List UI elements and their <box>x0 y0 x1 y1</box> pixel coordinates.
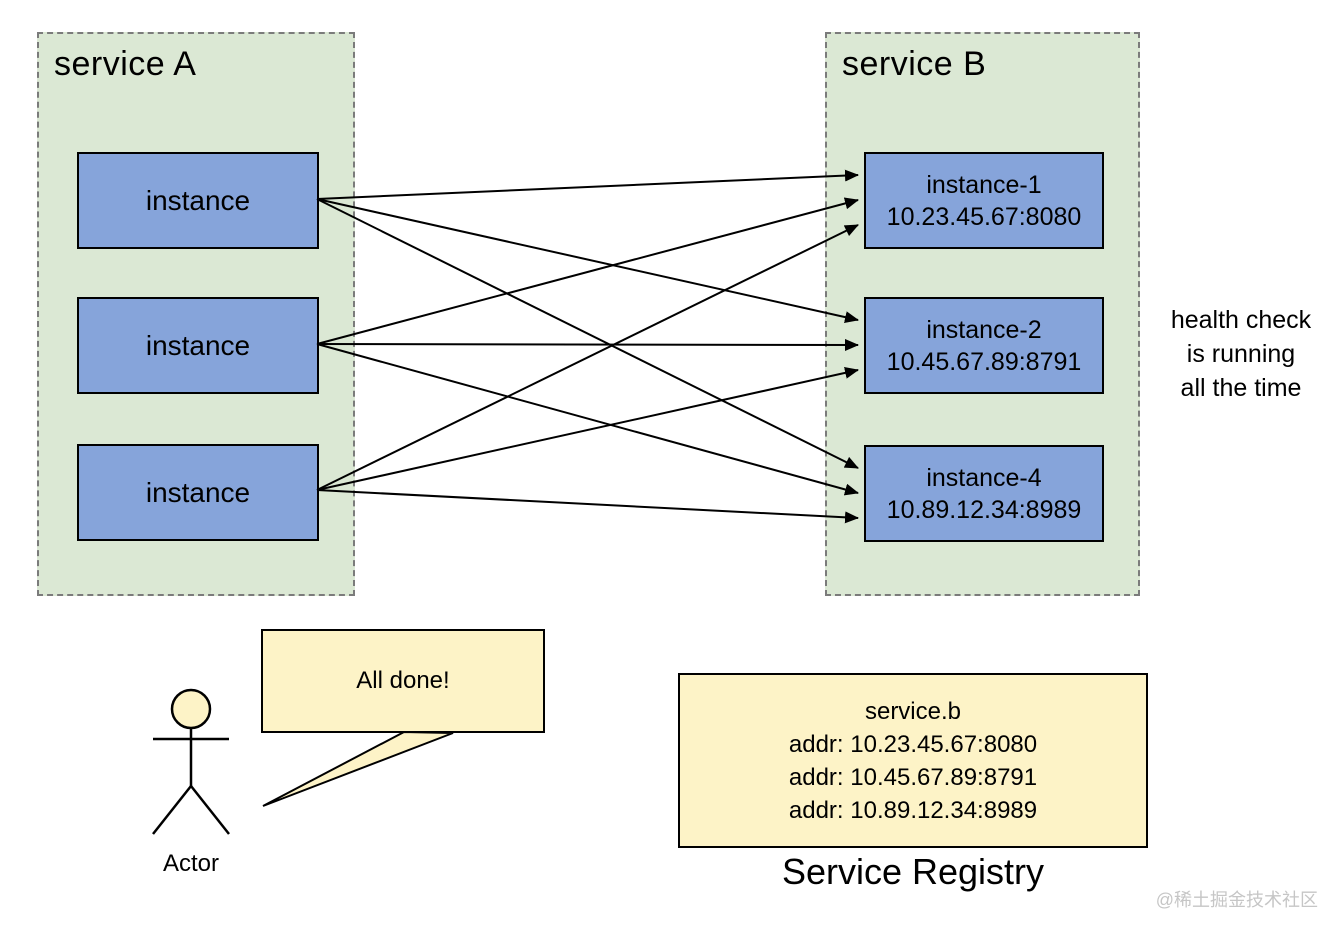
registry-address: addr: 10.23.45.67:8080 <box>788 730 1038 758</box>
connection-arrows <box>316 169 859 524</box>
registry-address: addr: 10.45.67.89:8791 <box>788 763 1038 791</box>
registry-address: addr: 10.89.12.34:8989 <box>788 796 1038 824</box>
actor-leg-left <box>152 785 192 835</box>
instance-label: instance <box>145 184 251 216</box>
arrow-a3-b4 <box>316 489 859 524</box>
service-b-instance-2-box: instance-2 10.45.67.89:8791 <box>864 297 1104 394</box>
arrow-a3-b1 <box>316 224 859 491</box>
speech-bubble-tail <box>262 730 454 807</box>
watermark-text: @稀土掘金技术社区 <box>1155 890 1318 910</box>
instance-name: instance-2 <box>926 315 1042 344</box>
service-a-instance-2-box: instance <box>77 297 319 394</box>
instance-label: instance <box>145 329 251 361</box>
service-b-group: service B instance-1 10.23.45.67:8080 in… <box>825 32 1140 596</box>
instance-name: instance-1 <box>926 170 1042 199</box>
registry-service-name: service.b <box>864 697 962 725</box>
actor-label: Actor <box>162 850 219 877</box>
service-b-instance-1-box: instance-1 10.23.45.67:8080 <box>864 152 1104 249</box>
arrow-a3-b2 <box>316 366 859 491</box>
speech-bubble-text: All done! <box>356 667 450 694</box>
health-check-note: health check is running all the time <box>1170 306 1312 402</box>
service-b-title: service B <box>842 45 987 83</box>
instance-addr: 10.23.45.67:8080 <box>886 202 1082 231</box>
arrow-a2-b2 <box>316 338 859 351</box>
service-a-instance-1-box: instance <box>77 152 319 249</box>
service-a-group: service A instance instance instance <box>37 32 355 596</box>
service-a-title: service A <box>54 45 197 83</box>
instance-addr: 10.89.12.34:8989 <box>886 495 1082 524</box>
service-a-instance-3-box: instance <box>77 444 319 541</box>
actor-figure <box>152 688 230 835</box>
instance-addr: 10.45.67.89:8791 <box>886 347 1082 376</box>
service-registry-box: service.b addr: 10.23.45.67:8080 addr: 1… <box>678 673 1148 848</box>
arrow-a1-b1 <box>316 169 859 200</box>
actor-head <box>170 688 212 730</box>
arrow-a1-b2 <box>316 198 859 324</box>
instance-name: instance-4 <box>926 463 1042 492</box>
actor-leg-right <box>190 785 230 835</box>
speech-bubble: All done! <box>261 629 545 733</box>
service-b-instance-4-box: instance-4 10.89.12.34:8989 <box>864 445 1104 542</box>
arrow-a2-b1 <box>316 197 859 345</box>
registry-caption: Service Registry <box>781 851 1045 892</box>
arrow-a1-b4 <box>316 198 859 469</box>
instance-label: instance <box>145 476 251 508</box>
arrow-a2-b4 <box>316 343 859 496</box>
